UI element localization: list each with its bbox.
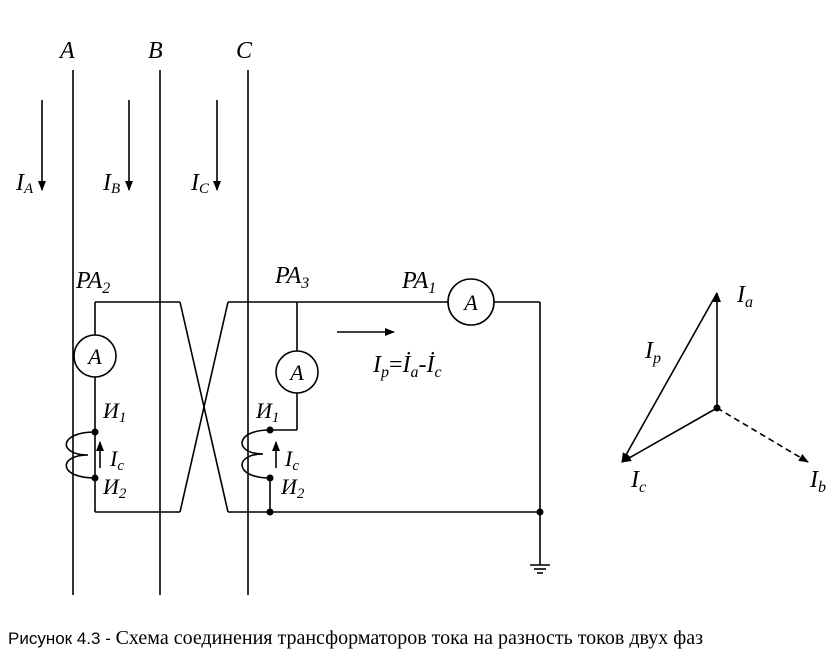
phase-c-current-label: IC bbox=[190, 170, 210, 197]
ct2-terminal-end-label: И2 bbox=[280, 474, 305, 502]
caption-prefix: Рисунок 4.3 - bbox=[8, 629, 116, 648]
ct1-current-label: Ic bbox=[109, 446, 124, 474]
ammeter-pa1-symbol: A bbox=[462, 290, 478, 315]
phase-a-label: A bbox=[58, 38, 75, 64]
ct1-terminal-end-label: И2 bbox=[102, 474, 127, 502]
vector-ia-label: Ia bbox=[736, 282, 753, 311]
vector-ip-label: Ip bbox=[644, 338, 661, 367]
figure-caption: Рисунок 4.3 - Схема соединения трансформ… bbox=[8, 627, 703, 650]
junction-bottom-bus bbox=[266, 508, 274, 516]
caption-text: Схема соединения трансформаторов тока на… bbox=[115, 627, 703, 649]
vector-ib-label: Ib bbox=[809, 467, 826, 496]
junction-ct2-bottom bbox=[266, 474, 274, 482]
vector-origin bbox=[713, 404, 721, 412]
ammeter-pa1 bbox=[447, 278, 495, 326]
junction-ct2-top bbox=[266, 426, 274, 434]
junction-ct1-top bbox=[91, 428, 99, 436]
vector-ic bbox=[621, 407, 718, 463]
ct1-terminal-start-label: И1 bbox=[102, 398, 126, 426]
pa1-label: PA1 bbox=[401, 268, 436, 297]
vector-ip bbox=[621, 292, 718, 463]
ammeter-pa3 bbox=[275, 350, 319, 394]
pa3-label: PA3 bbox=[274, 263, 309, 292]
junction-ct1-bottom bbox=[91, 474, 99, 482]
ammeter-pa3-symbol: A bbox=[288, 360, 304, 385]
ammeter-pa2 bbox=[73, 334, 117, 378]
ct2-terminal-start-label: И1 bbox=[255, 398, 279, 426]
cross-wire-2 bbox=[179, 301, 229, 513]
phase-a-current-label: IA bbox=[15, 170, 34, 197]
ct2-current-label: Ic bbox=[284, 446, 299, 474]
phase-c-label: C bbox=[236, 38, 253, 64]
junction-right-bottom bbox=[536, 508, 544, 516]
vector-ic-label: Ic bbox=[630, 467, 646, 496]
phase-b-current-label: IB bbox=[102, 170, 120, 197]
ct1-winding bbox=[65, 431, 96, 479]
vector-ib bbox=[716, 407, 809, 463]
differential-current-formula: Ip=İa-İc bbox=[372, 352, 442, 381]
pa2-label: PA2 bbox=[75, 268, 110, 297]
ct2-winding bbox=[241, 429, 271, 479]
phase-b-label: B bbox=[148, 38, 163, 64]
ammeter-pa2-symbol: A bbox=[86, 344, 102, 369]
